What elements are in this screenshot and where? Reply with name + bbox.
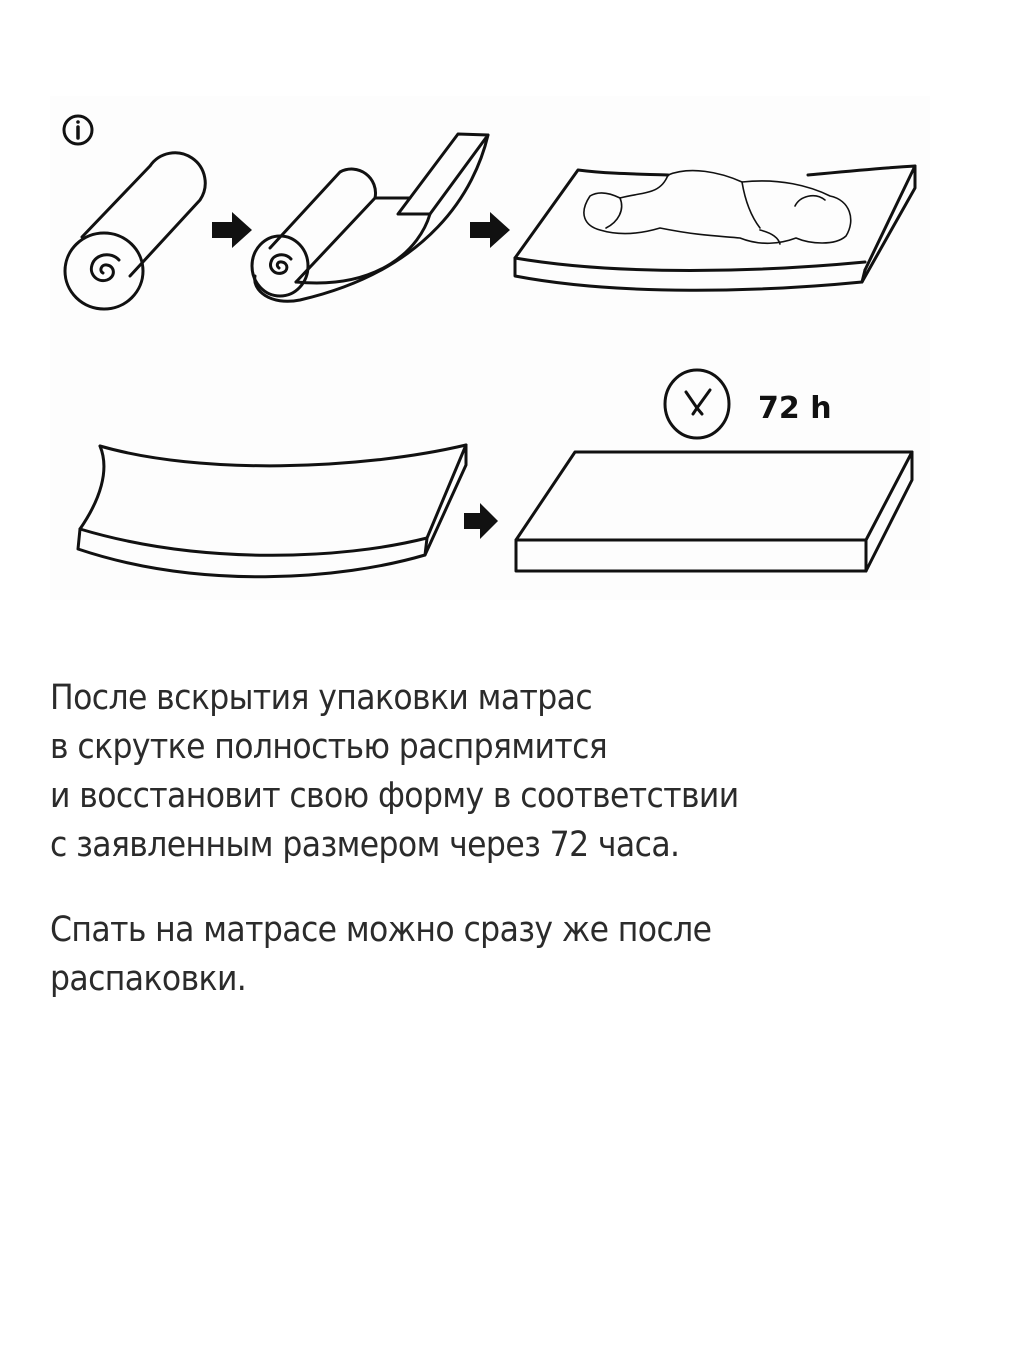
info-icon: [62, 114, 94, 146]
arrow-right-icon: [470, 212, 510, 248]
curved-mattress-icon: [76, 443, 468, 579]
unpacking-description: После вскрытия упаковки матрас в скрутке…: [50, 674, 970, 870]
timer-label: 72 h: [758, 391, 832, 426]
flat-mattress-icon: [514, 450, 914, 573]
unrolling-mattress-icon: [250, 132, 490, 303]
text-line: После вскрытия упаковки матрас: [50, 678, 593, 718]
person-sleeping-on-mattress-icon: [513, 164, 917, 292]
text-line: в скрутке полностью распрямится: [50, 727, 608, 767]
text-line: распаковки.: [50, 959, 247, 999]
rolled-mattress-icon: [63, 151, 207, 311]
text-line: с заявленным размером через 72 часа.: [50, 825, 680, 865]
arrow-right-icon: [464, 503, 498, 539]
sleep-immediately-note: Спать на матрасе можно сразу же после ра…: [50, 906, 970, 1004]
text-line: и восстановит свою форму в соответствии: [50, 776, 739, 816]
arrow-right-icon: [212, 212, 252, 248]
unpacking-instructions-illustration: 72 h: [50, 96, 930, 600]
clock-icon: [663, 368, 731, 440]
text-line: Спать на матрасе можно сразу же после: [50, 910, 712, 950]
